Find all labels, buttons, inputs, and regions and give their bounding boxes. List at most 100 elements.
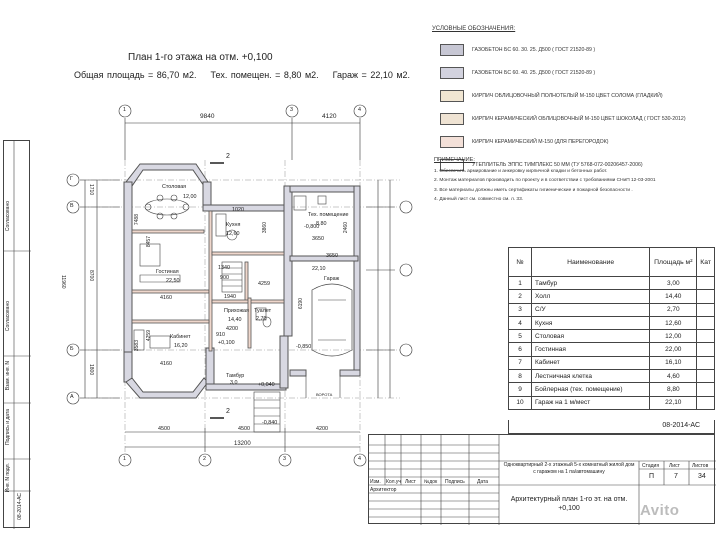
note-item: 3. Все материалы должны иметь сертификат… bbox=[434, 187, 633, 193]
room-vestibule-area: 3,0 bbox=[230, 380, 238, 386]
legend-label: КИРПИЧ КЕРАМИЧЕСКИЙ ОБЛИЦОВОЧНЫЙ М-150 Ц… bbox=[472, 115, 686, 122]
inner-dim-1: 4160 bbox=[160, 295, 172, 301]
inner-dim-6: 4200 bbox=[226, 326, 238, 332]
dim-left-3: 1800 bbox=[88, 364, 94, 376]
legend-label: УТЕПЛИТЕЛЬ ЭППС ТИМПЛЕКС 50 ММ (ТУ 5768-… bbox=[472, 161, 643, 168]
axis-1-bottom: 1 bbox=[123, 456, 126, 462]
legend-label: ГАЗОБЕТОН БС 60. 30. 25. Д500 ( ГОСТ 215… bbox=[472, 46, 596, 53]
note-item: 4. Данный лист см. совместно см. л. 33. bbox=[434, 197, 524, 203]
doc-code: 08-2014-АС bbox=[662, 422, 700, 429]
title-block: Изм. Кол.уч Лист №док Подпись Дата Архит… bbox=[368, 434, 716, 525]
legend-swatch bbox=[440, 89, 464, 102]
row-num: 6 bbox=[508, 342, 532, 357]
room-study: Кабинет bbox=[170, 334, 191, 340]
row-num: 3 bbox=[508, 302, 532, 317]
section-mark-bottom: 2 bbox=[226, 408, 230, 415]
axis-g: Г bbox=[70, 176, 73, 182]
room-tech: Тех. помещение bbox=[308, 212, 349, 218]
room-living-area: 22,50 bbox=[166, 278, 180, 284]
inner-dim-11: 8457 bbox=[146, 236, 152, 248]
row-area: 16,10 bbox=[649, 355, 698, 371]
axis-b: Б bbox=[70, 346, 74, 352]
legend-item: КИРПИЧ КЕРАМИЧЕСКИЙ М-150 (ДЛЯ ПЕРЕГОРОД… bbox=[432, 130, 714, 153]
row-name: С/У bbox=[530, 302, 651, 317]
strip-sign-date: Подпись и дата bbox=[5, 409, 11, 445]
dim-left-total: 11960 bbox=[60, 275, 66, 289]
hdr-doc: №док bbox=[424, 479, 438, 485]
plan-title: План 1-го этажа на отм. +0,100 bbox=[128, 52, 273, 63]
hdr-kolich: Кол.уч bbox=[386, 479, 401, 485]
sheet-label: Лист bbox=[669, 463, 680, 469]
hdr-izm: Изм. bbox=[370, 479, 381, 485]
row-area: 3,00 bbox=[649, 275, 698, 291]
inner-dim-17: 910 bbox=[216, 332, 225, 338]
row-area: 4,60 bbox=[649, 369, 698, 384]
legend-swatch bbox=[440, 66, 464, 79]
level-4: -0,850 bbox=[296, 344, 312, 350]
inner-dim-9: 6190 bbox=[298, 298, 304, 310]
dim-left-2: 8700 bbox=[88, 270, 94, 282]
legend-header: УСЛОВНЫЕ ОБОЗНАЧЕНИЯ: bbox=[432, 26, 516, 32]
row-cat bbox=[696, 382, 715, 397]
legend: УСЛОВНЫЕ ОБОЗНАЧЕНИЯ: ГАЗОБЕТОН БС 60. 3… bbox=[432, 26, 714, 176]
dim-left-4: 1710 bbox=[88, 184, 94, 196]
project-name: Одноквартирный 2-х этажный 5-х комнатный… bbox=[503, 462, 635, 475]
dim-top-1: 9840 bbox=[200, 113, 215, 120]
level-2: +0,040 bbox=[258, 382, 275, 388]
exterior-walls bbox=[123, 163, 361, 399]
room-wc-area: 2,70 bbox=[256, 316, 267, 322]
row-num: 7 bbox=[508, 355, 532, 371]
dim-bottom-1: 4500 bbox=[158, 426, 170, 432]
legend-item: КИРПИЧ ОБЛИЦОВОЧНЫЙ ПОЛНОТЕЛЫЙ М-150 ЦВЕ… bbox=[432, 84, 714, 107]
legend-swatch bbox=[440, 158, 464, 171]
axis-bubbles bbox=[66, 104, 413, 467]
col-area: Площадь м² bbox=[649, 247, 698, 277]
row-cat bbox=[696, 315, 715, 331]
legend-label: КИРПИЧ КЕРАМИЧЕСКИЙ М-150 (ДЛЯ ПЕРЕГОРОД… bbox=[472, 138, 609, 145]
row-area: 22,00 bbox=[649, 342, 698, 357]
strip-replace-inv: Взам. инв. N bbox=[5, 361, 11, 391]
row-area: 12,60 bbox=[649, 315, 698, 331]
row-area: 8,80 bbox=[649, 382, 698, 397]
row-cat bbox=[696, 275, 715, 291]
row-cat bbox=[696, 342, 715, 357]
hdr-sign: Подпись bbox=[445, 479, 465, 485]
room-garage: Гараж bbox=[324, 276, 340, 282]
axis-4-top: 4 bbox=[358, 107, 361, 113]
strip-agreed-1: Согласовано bbox=[5, 201, 11, 232]
title-block-grid bbox=[369, 435, 716, 525]
notes: ПРИМЕЧАНИЕ: 1. Обеспечить армирование и … bbox=[434, 156, 714, 205]
avito-watermark: Avito bbox=[640, 502, 680, 519]
row-name: Лестничная клетка bbox=[530, 369, 651, 384]
room-garage-area: 22,10 bbox=[312, 266, 326, 272]
sheet-value: 7 bbox=[674, 473, 678, 480]
strip-inv-orig: Инв. N подл. bbox=[5, 463, 11, 493]
inner-dim-14: 1020 bbox=[232, 207, 244, 213]
dim-bottom-2: 4500 bbox=[238, 426, 250, 432]
legend-swatch bbox=[440, 135, 464, 148]
legend-swatch bbox=[440, 43, 464, 56]
inner-dim-4: 900 bbox=[220, 275, 229, 281]
doc-code-box: 08-2014-АС bbox=[508, 420, 715, 434]
sheets-value: 34 bbox=[698, 473, 706, 480]
row-num: 4 bbox=[508, 315, 532, 331]
row-cat bbox=[696, 329, 715, 344]
note-item: 1. Обеспечить армирование и анкеровку ки… bbox=[434, 168, 608, 174]
room-hall-area: 14,40 bbox=[228, 317, 242, 323]
row-num: 2 bbox=[508, 289, 532, 304]
inner-dim-16: 2460 bbox=[343, 222, 349, 234]
row-area: 2,70 bbox=[649, 302, 698, 317]
left-strip-grid bbox=[4, 141, 31, 529]
stage-value: П bbox=[649, 473, 655, 480]
